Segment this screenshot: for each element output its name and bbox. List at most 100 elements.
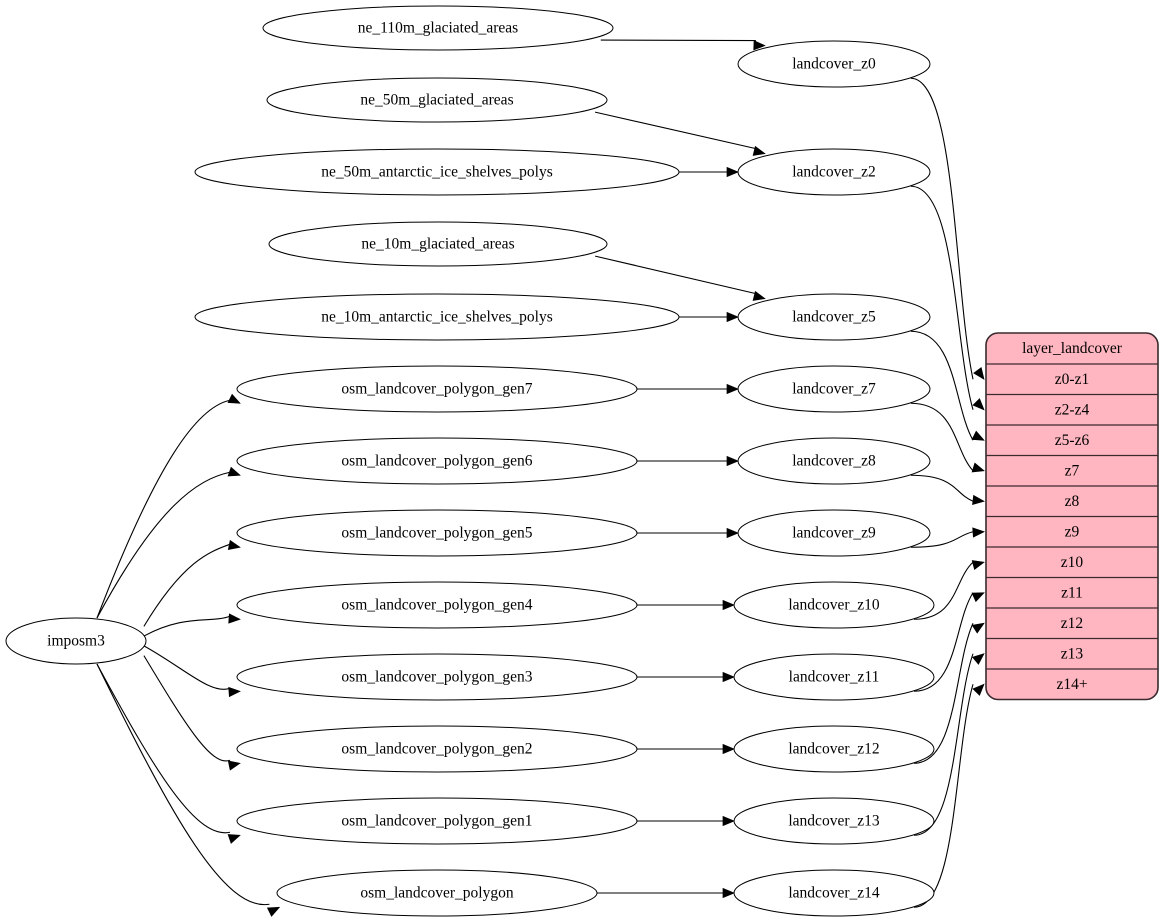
edge-arrowhead <box>227 466 241 477</box>
edge-arrowhead <box>752 145 766 156</box>
node-ne_50m_glaciated_areas[interactable]: ne_50m_glaciated_areas <box>266 77 608 123</box>
edge-imposm3-to-osm_landcover_polygon_gen4 <box>143 615 231 637</box>
landcover_z9-ellipse <box>737 509 931 557</box>
edge-arrowhead <box>228 686 241 698</box>
osm_landcover_polygon_gen3-label: osm_landcover_polygon_gen3 <box>341 669 532 686</box>
node-osm_landcover_polygon_gen4[interactable]: osm_landcover_polygon_gen4 <box>236 581 638 629</box>
edge-imposm3-to-osm_landcover_polygon <box>96 663 270 906</box>
edge-arrowhead <box>971 653 985 665</box>
osm_landcover_polygon_gen6-label: osm_landcover_polygon_gen6 <box>341 453 532 470</box>
edge-arrowhead <box>726 383 739 395</box>
edge-arrowhead <box>266 906 281 917</box>
edge-ne_10m_glaciated_areas-to-landcover_z5 <box>595 255 757 295</box>
node-landcover_z7[interactable]: landcover_z7 <box>737 365 931 413</box>
table-row-z11[interactable]: z11 <box>1061 584 1083 601</box>
table-row-z8[interactable]: z8 <box>1065 493 1080 510</box>
node-osm_landcover_polygon_gen5[interactable]: osm_landcover_polygon_gen5 <box>236 509 638 557</box>
nodes-layer: imposm3 ne_110m_glaciated_areas ne_50m_gla… <box>5 5 935 917</box>
table-row-z7[interactable]: z7 <box>1065 462 1080 479</box>
edge-arrowhead <box>726 527 739 539</box>
node-ne_10m_glaciated_areas[interactable]: ne_10m_glaciated_areas <box>268 221 608 267</box>
node-ne_110m_glaciated_areas[interactable]: ne_110m_glaciated_areas <box>262 5 614 51</box>
edge-arrowhead <box>228 613 241 624</box>
edge-landcover_z5-to-z5-z6 <box>910 330 974 441</box>
node-landcover_z9[interactable]: landcover_z9 <box>737 509 931 557</box>
table-row-z9[interactable]: z9 <box>1065 523 1080 540</box>
landcover_z5-ellipse <box>737 293 931 341</box>
landcover_z2-label: landcover_z2 <box>792 164 876 181</box>
edge-arrowhead <box>722 743 735 755</box>
edge-landcover_z9-to-z9 <box>910 531 974 548</box>
edge-arrowhead <box>971 462 985 473</box>
edge-arrowhead <box>971 430 985 441</box>
table-row-z14+[interactable]: z14+ <box>1056 676 1087 693</box>
osm_landcover_polygon_gen6-ellipse <box>236 437 638 485</box>
landcover_z11-label: landcover_z11 <box>789 669 880 686</box>
ne_110m_glaciated_areas-label: ne_110m_glaciated_areas <box>358 20 518 37</box>
node-imposm3[interactable]: imposm3 <box>5 617 147 665</box>
layer-landcover-table[interactable]: layer_landcover z0-z1 z2-z4 z5-z6 z7 z8 z9 z10 z… <box>985 332 1159 701</box>
edge-arrowhead <box>722 887 735 899</box>
table-row-z13[interactable]: z13 <box>1061 645 1084 662</box>
edge-landcover_z8-to-z8 <box>910 474 974 502</box>
node-landcover_z13[interactable]: landcover_z13 <box>733 797 935 845</box>
edge-arrowhead <box>722 599 735 611</box>
landcover_z5-label: landcover_z5 <box>792 309 876 326</box>
ne_110m_glaciated_areas-ellipse <box>262 5 614 51</box>
node-ne_10m_antarctic_ice_shelves_polys[interactable]: ne_10m_antarctic_ice_shelves_polys <box>194 293 680 341</box>
edge-imposm3-to-osm_landcover_polygon_gen2 <box>143 655 231 762</box>
edge-landcover_z0-to-z0-z1 <box>910 77 974 380</box>
node-osm_landcover_polygon_gen7[interactable]: osm_landcover_polygon_gen7 <box>236 365 638 413</box>
landcover_z8-label: landcover_z8 <box>792 453 876 470</box>
table-row-z2-z4[interactable]: z2-z4 <box>1055 401 1090 418</box>
table-header-label: layer_landcover <box>1022 340 1123 357</box>
edges-layer <box>96 39 985 917</box>
edge-landcover_z11-to-z11 <box>913 592 974 692</box>
edge-arrowhead <box>971 592 985 603</box>
landcover_z13-label: landcover_z13 <box>788 813 879 830</box>
node-landcover_z10[interactable]: landcover_z10 <box>733 581 935 629</box>
edge-arrowhead <box>973 367 985 380</box>
landcover_z12-label: landcover_z12 <box>788 741 879 758</box>
table-row-z0-z1[interactable]: z0-z1 <box>1055 371 1089 388</box>
node-landcover_z0[interactable]: landcover_z0 <box>737 40 931 88</box>
node-osm_landcover_polygon_gen1[interactable]: osm_landcover_polygon_gen1 <box>236 797 638 845</box>
node-ne_50m_antarctic_ice_shelves_polys[interactable]: ne_50m_antarctic_ice_shelves_polys <box>194 148 680 196</box>
node-osm_landcover_polygon[interactable]: osm_landcover_polygon <box>276 869 598 917</box>
imposm3-label: imposm3 <box>47 633 105 650</box>
edge-ne_110m_glaciated_areas-to-landcover_z0 <box>600 39 756 42</box>
edge-arrowhead <box>972 398 985 411</box>
edge-arrowhead <box>227 393 241 404</box>
table-row-z12[interactable]: z12 <box>1061 615 1083 632</box>
osm_landcover_polygon_gen1-label: osm_landcover_polygon_gen1 <box>341 813 532 830</box>
ne_50m_antarctic_ice_shelves_polys-label: ne_50m_antarctic_ice_shelves_polys <box>321 164 553 181</box>
edge-imposm3-to-osm_landcover_polygon_gen5 <box>143 543 231 627</box>
landcover_z0-ellipse <box>737 40 931 88</box>
imposm3-ellipse <box>5 617 147 665</box>
landcover_z13-ellipse <box>733 797 935 845</box>
landcover_z7-ellipse <box>737 365 931 413</box>
node-landcover_z8[interactable]: landcover_z8 <box>737 437 931 485</box>
ne_50m_glaciated_areas-ellipse <box>266 77 608 123</box>
osm_landcover_polygon_gen3-ellipse <box>236 653 638 701</box>
ne_10m_glaciated_areas-ellipse <box>268 221 608 267</box>
edge-landcover_z2-to-z2-z4 <box>910 185 974 410</box>
edge-landcover_z7-to-z7 <box>910 402 974 472</box>
ne_10m_antarctic_ice_shelves_polys-label: ne_10m_antarctic_ice_shelves_polys <box>321 309 553 326</box>
node-osm_landcover_polygon_gen6[interactable]: osm_landcover_polygon_gen6 <box>236 437 638 485</box>
edge-arrowhead <box>752 290 766 301</box>
table-row-z5-z6[interactable]: z5-z6 <box>1055 432 1090 449</box>
node-landcover_z14[interactable]: landcover_z14 <box>733 869 935 917</box>
edge-arrowhead <box>722 671 735 683</box>
node-osm_landcover_polygon_gen2[interactable]: osm_landcover_polygon_gen2 <box>236 725 638 773</box>
node-landcover_z12[interactable]: landcover_z12 <box>733 725 935 773</box>
osm_landcover_polygon_gen7-ellipse <box>236 365 638 413</box>
edge-arrowhead <box>971 560 985 571</box>
node-landcover_z5[interactable]: landcover_z5 <box>737 293 931 341</box>
node-landcover_z2[interactable]: landcover_z2 <box>737 148 931 196</box>
table-layer: layer_landcover z0-z1 z2-z4 z5-z6 z7 z8 z9 z10 z… <box>985 332 1159 701</box>
node-osm_landcover_polygon_gen3[interactable]: osm_landcover_polygon_gen3 <box>236 653 638 701</box>
node-landcover_z11[interactable]: landcover_z11 <box>733 653 935 701</box>
table-row-z10[interactable]: z10 <box>1061 554 1084 571</box>
